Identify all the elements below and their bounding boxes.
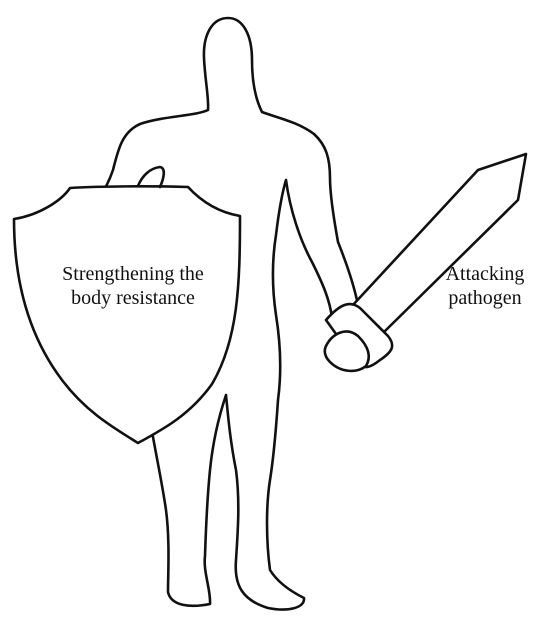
shield-caption: Strengthening the body resistance <box>26 262 240 310</box>
sword-caption-line-2: pathogen <box>427 286 543 310</box>
shield-caption-line-1: Strengthening the <box>26 262 240 286</box>
sword-caption-line-1: Attacking <box>427 262 543 286</box>
sword-caption: Attacking pathogen <box>427 262 543 310</box>
shield-caption-line-2: body resistance <box>26 286 240 310</box>
